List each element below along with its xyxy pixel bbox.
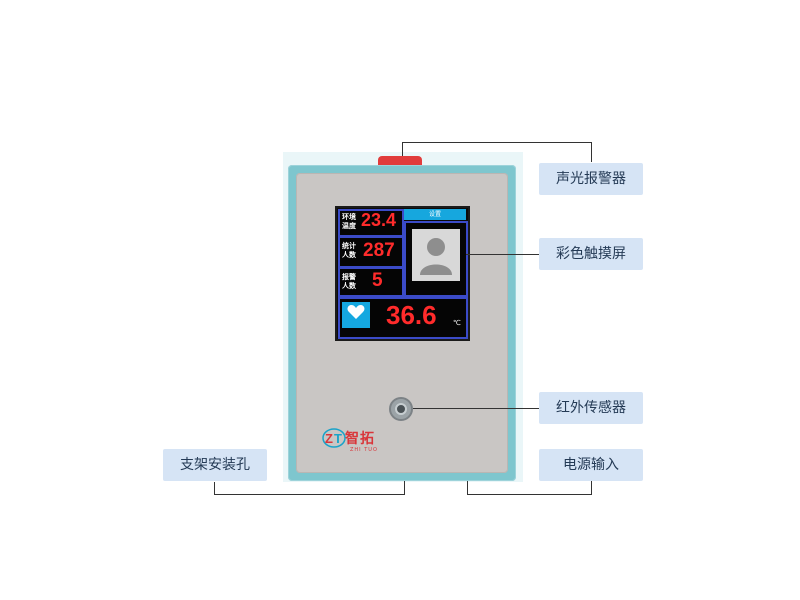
zt-logo: Z T — [322, 427, 346, 453]
alarm-light — [378, 156, 422, 167]
logo-chinese: 智拓 — [345, 431, 375, 447]
power-line-v — [467, 481, 468, 495]
body-temp-unit: ℃ — [453, 319, 461, 327]
svg-text:Z: Z — [325, 431, 333, 446]
callout-sensor: 红外传感器 — [539, 392, 643, 424]
avatar-box — [404, 221, 468, 297]
alert-value: 5 — [372, 270, 383, 291]
infrared-sensor-lens — [395, 403, 407, 415]
sensor-line — [413, 408, 539, 409]
alarm-line-h — [402, 142, 592, 143]
count-label-2: 人数 — [342, 251, 356, 259]
svg-text:T: T — [334, 431, 342, 446]
power-line-h — [467, 494, 592, 495]
logo-english: ZHI TUO — [350, 447, 378, 453]
mount-line-v2 — [404, 481, 405, 495]
alert-label-1: 报警 — [342, 273, 356, 281]
env-temp-label-2: 温度 — [342, 222, 356, 230]
heart-icon — [347, 305, 365, 319]
callout-alarm: 声光报警器 — [539, 163, 643, 195]
user-avatar-icon — [412, 229, 460, 281]
count-label-1: 统计 — [342, 242, 356, 250]
power-line-v2 — [591, 481, 592, 495]
env-temp-label-1: 环境 — [342, 213, 356, 221]
heart-button[interactable] — [342, 302, 370, 328]
callout-power: 电源输入 — [539, 449, 643, 481]
callout-mount: 支架安装孔 — [163, 449, 267, 481]
env-temp-value: 23.4 — [361, 210, 397, 230]
alarm-line-v — [402, 142, 403, 156]
alert-label-2: 人数 — [342, 282, 356, 290]
settings-button[interactable]: 设置 — [404, 209, 466, 220]
screen-line — [466, 254, 539, 255]
mount-line-h — [214, 494, 405, 495]
count-value: 287 — [363, 240, 395, 261]
mount-line-v — [214, 482, 215, 495]
body-temp-value: 36.6 — [386, 300, 437, 330]
alarm-line-v2 — [591, 142, 592, 162]
callout-screen: 彩色触摸屏 — [539, 238, 643, 270]
alert-box — [338, 267, 404, 297]
